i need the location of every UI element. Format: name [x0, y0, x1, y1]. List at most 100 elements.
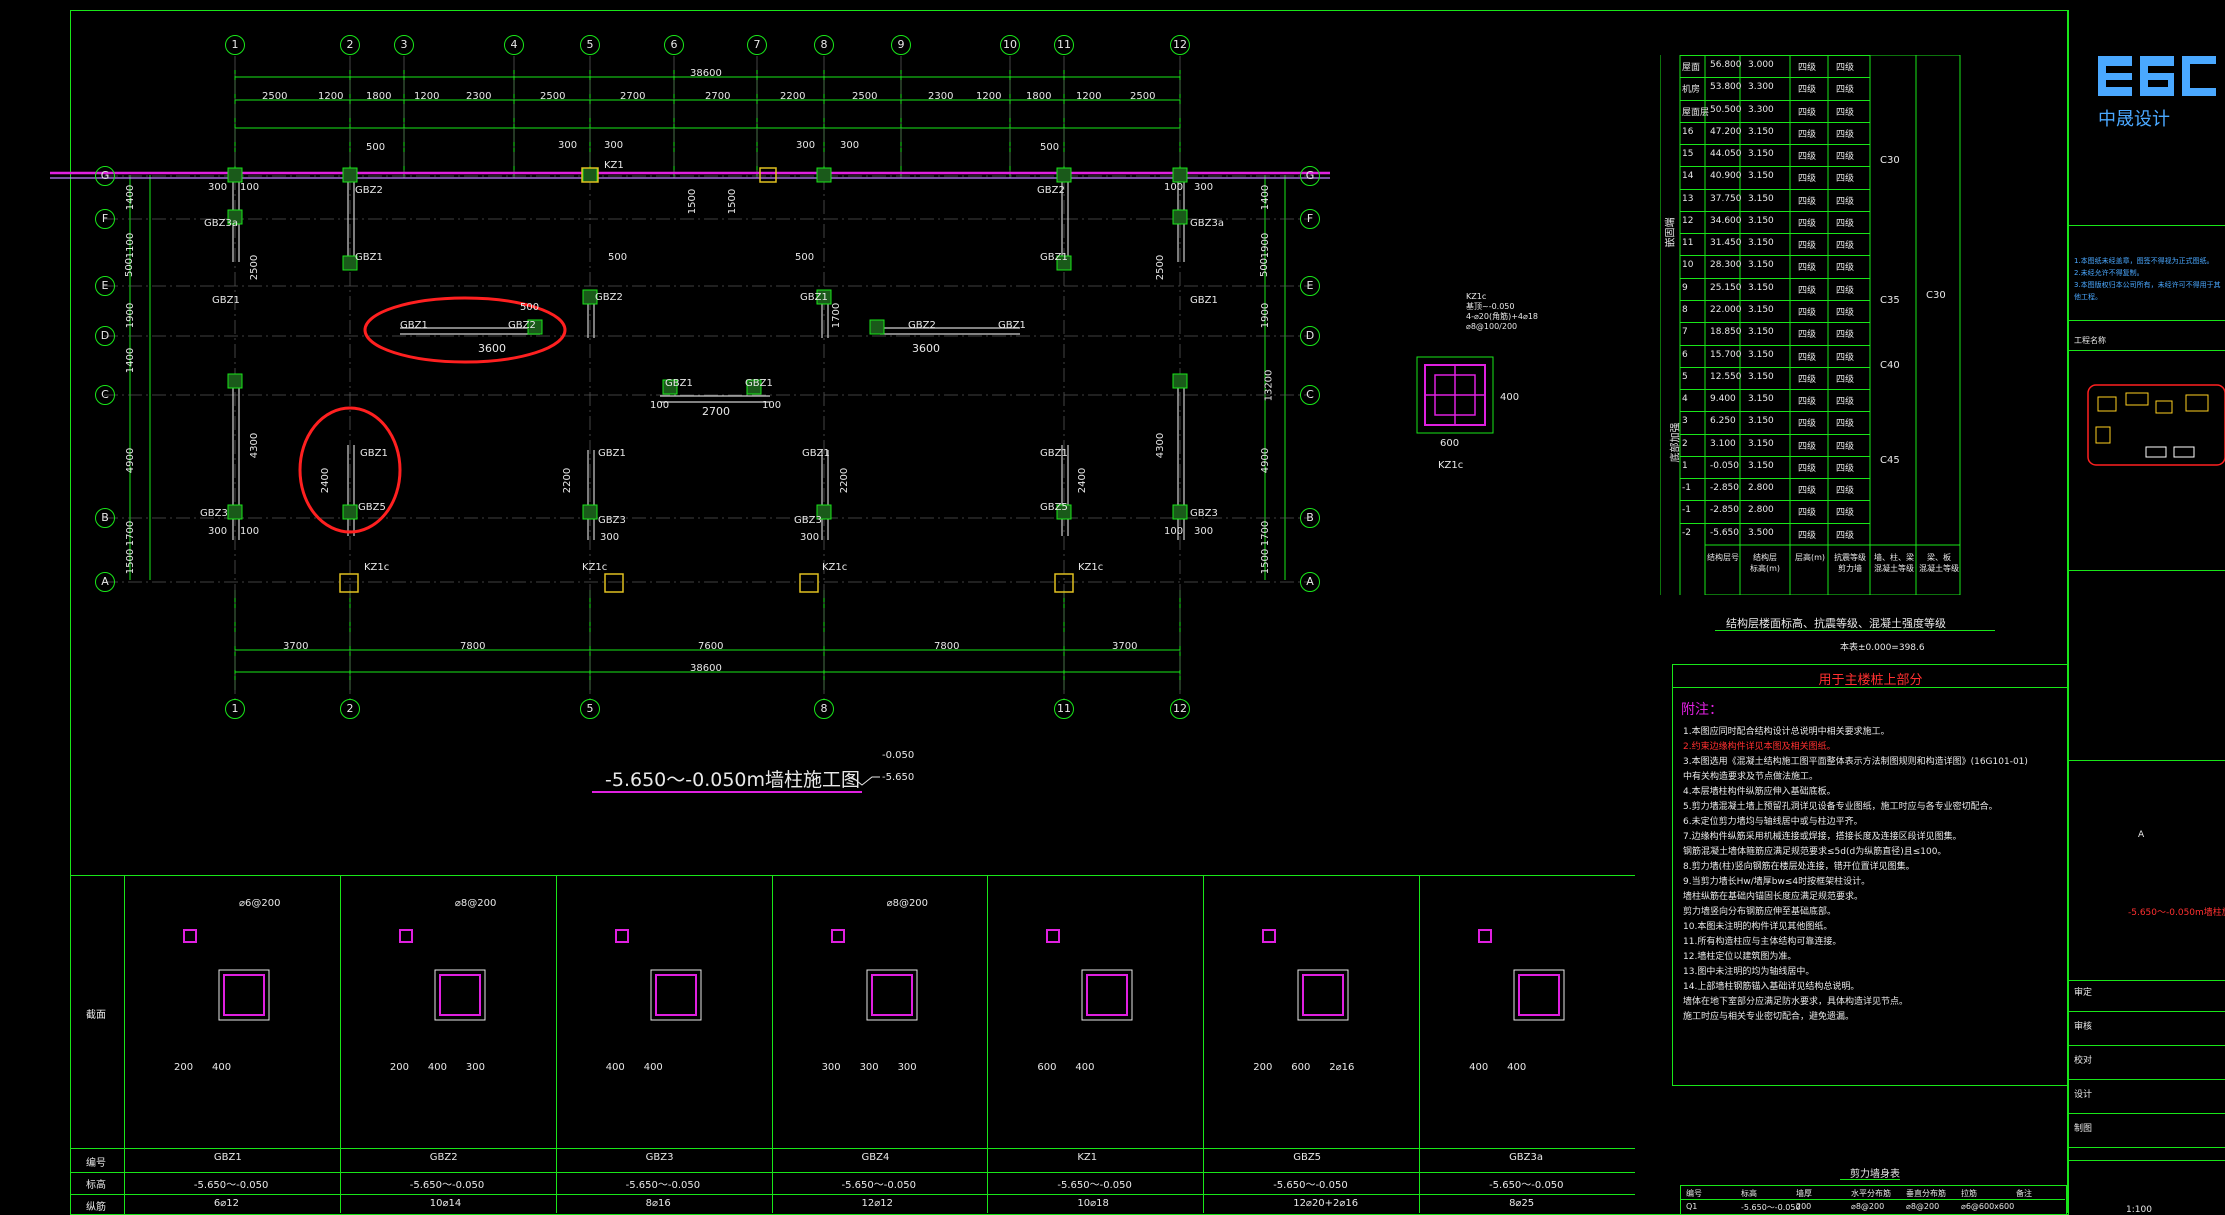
key-plan-thumbnail — [2087, 384, 2225, 466]
stage-value: A — [2138, 830, 2145, 840]
floor-cell: 四级 — [1798, 374, 1817, 385]
note-item: 14.上部墙柱钢筋锚入基础详见结构总说明。 — [1683, 982, 1860, 992]
axis-bubble: 10 — [1000, 35, 1020, 55]
dim-text: 300 — [604, 140, 624, 151]
grade-c45: C45 — [1880, 455, 1900, 466]
floor-cell: 屋面 — [1682, 63, 1701, 73]
dim-text: 2300 — [466, 91, 492, 102]
axis-bubble: C — [1300, 385, 1320, 405]
total-dim-top: 38600 — [690, 68, 722, 79]
floor-cell: 2.800 — [1748, 505, 1774, 516]
note-item: 6.未定位剪力墙均与轴线居中或与柱边平齐。 — [1683, 817, 1863, 827]
schedule-name-label: 编号 — [86, 1158, 106, 1169]
wall-column-plan[interactable] — [0, 0, 1640, 880]
sign-row-label: 制图 — [2074, 1124, 2093, 1134]
section-dim: 200 — [389, 1062, 409, 1073]
dim-text: 100 — [240, 182, 260, 193]
dim-text: 1700 — [831, 302, 843, 329]
dim-text: 300 — [600, 532, 620, 543]
floor-cell: -1 — [1682, 483, 1691, 494]
dim-text: 2400 — [320, 467, 332, 494]
row-side-label: 结构层号 — [1707, 553, 1739, 562]
floor-cell: 四级 — [1798, 330, 1817, 341]
rebar-cell: ⌀8@200 — [1906, 1202, 1940, 1211]
dim-text: 7800 — [934, 641, 960, 652]
floor-cell: 四级 — [1836, 330, 1855, 341]
floor-row-line — [1680, 233, 1870, 235]
section-dim: 400 — [1469, 1062, 1489, 1073]
dim-text: 500 — [1040, 142, 1060, 153]
floor-cell: 3.150 — [1748, 126, 1774, 137]
floor-row-line — [1680, 277, 1870, 279]
kz1c-section-detail[interactable] — [1415, 355, 1500, 450]
note-item: 11.所有构造柱应与主体结构可靠连接。 — [1683, 937, 1842, 947]
floor-cell: 四级 — [1836, 129, 1855, 140]
sign-row-line — [2068, 1079, 2225, 1080]
header-col: 抗震等级 剪力墙 — [1834, 553, 1866, 573]
floor-cell: 四级 — [1836, 508, 1855, 519]
section-dim: 300 — [897, 1062, 917, 1073]
kz1c-dim-w: 600 — [1440, 438, 1460, 449]
sign-row-line — [2068, 1147, 2225, 1148]
wall-tag: GBZ2 — [595, 292, 623, 303]
dim-text: 100 — [650, 400, 670, 411]
floor-cell: 34.600 — [1710, 215, 1742, 226]
section-sketch[interactable] — [1027, 910, 1177, 1070]
dim-text: 3600 — [478, 342, 506, 355]
logo-text: 中晟设计 — [2098, 109, 2170, 130]
schedule-name: GBZ5 — [1293, 1152, 1322, 1163]
floor-cell: 25.150 — [1710, 282, 1742, 293]
wall-tag: GBZ3 — [200, 508, 228, 519]
vlabel: 嵌固端 — [1665, 217, 1677, 248]
axis-bubble: 8 — [814, 35, 834, 55]
section-dim: 300 — [465, 1062, 485, 1073]
section-sketch[interactable] — [1459, 910, 1609, 1070]
section-sketch[interactable] — [380, 910, 530, 1070]
floor-cell: 3.100 — [1710, 438, 1736, 449]
column-tag: KZ1c — [1078, 562, 1104, 573]
title-block: 中晟设计 1.本图纸未经盖章，图签不得视为正式图纸。 2.未经允许不得复制。 3… — [2068, 10, 2225, 1215]
dim-text: 2700 — [620, 91, 646, 102]
wall-tag: GBZ1 — [800, 292, 828, 303]
kz1c-dim-h: 400 — [1500, 392, 1520, 403]
floor-row-line — [1680, 55, 1870, 56]
wall-tag: GBZ3 — [1190, 508, 1218, 519]
rebar-cell: ⌀6@600x600 — [1961, 1202, 2015, 1211]
section-sketch[interactable] — [812, 910, 962, 1070]
floor-cell: 28.300 — [1710, 260, 1742, 271]
floor-cell: 6 — [1682, 349, 1688, 360]
column-tag: KZ1c — [364, 562, 390, 573]
dim-text: 2200 — [780, 91, 806, 102]
dim-text: 500 — [608, 252, 628, 263]
floor-row-line — [1680, 433, 1870, 435]
dim-text: 1500 — [125, 548, 137, 575]
dim-text: 2300 — [928, 91, 954, 102]
floor-cell: 四级 — [1798, 463, 1817, 474]
axis-bubble: D — [95, 326, 115, 346]
floor-cell: -5.650 — [1710, 527, 1740, 538]
section-sketch[interactable] — [164, 910, 314, 1070]
schedule-elev-label: 标高 — [86, 1180, 106, 1191]
section-tie: ⌀8@200 — [454, 898, 497, 909]
section-sketch[interactable] — [1243, 910, 1393, 1070]
rebar-table-caption: 剪力墙身表 — [1850, 1169, 1900, 1180]
floor-cell: 四级 — [1836, 241, 1855, 252]
dim-text: 300 — [208, 526, 228, 537]
section-sketch[interactable] — [596, 910, 746, 1070]
dim-text: 4300 — [249, 432, 261, 459]
notes-title: 附注： — [1681, 702, 1723, 718]
floor-row-line — [1680, 77, 1870, 79]
schedule-name: GBZ2 — [429, 1152, 458, 1163]
section-dim: 300 — [821, 1062, 841, 1073]
notes-header: 用于主楼桩上部分 — [1818, 673, 1923, 688]
grade-c30: C30 — [1880, 155, 1900, 166]
floor-cell: 四级 — [1836, 308, 1855, 318]
floor-cell: 四级 — [1798, 397, 1817, 408]
schedule-name: GBZ4 — [861, 1152, 890, 1163]
dim-text: 2400 — [1077, 467, 1089, 494]
axis-bubble: C — [95, 385, 115, 405]
wall-tag: GBZ3 — [794, 515, 822, 526]
axis-bubble: 9 — [891, 35, 911, 55]
rebar-header: 备注 — [2016, 1189, 2032, 1198]
floor-cell: 5 — [1682, 371, 1688, 382]
